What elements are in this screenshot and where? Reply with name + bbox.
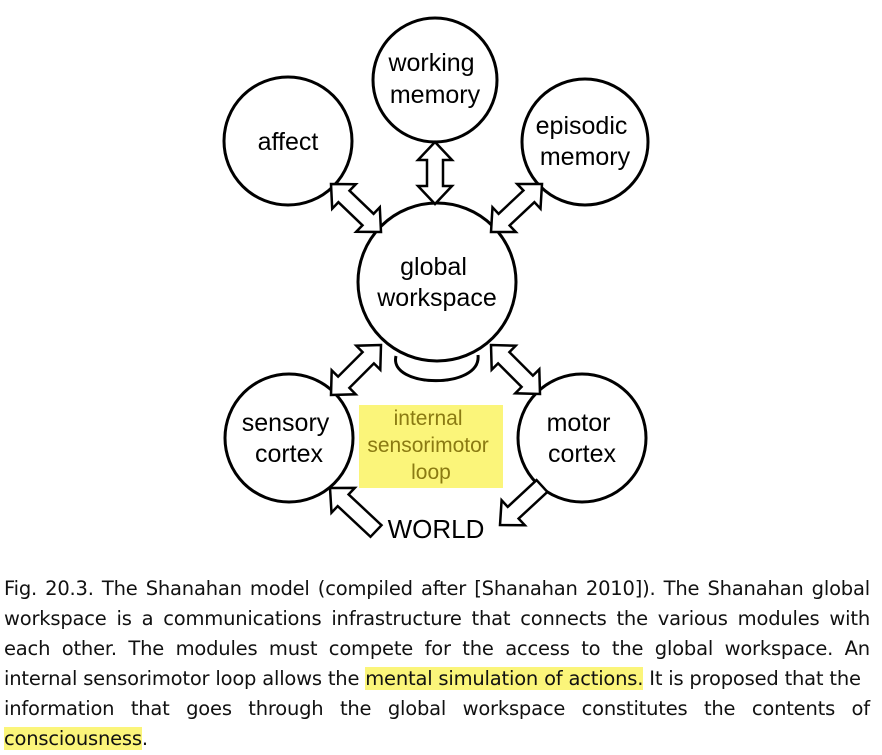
caption-word: with [829,607,870,630]
caption-text: . [141,727,148,750]
caption-word: a [141,607,154,630]
highlight-consciousness: consciousness [4,727,142,750]
caption-word: other. [61,637,117,660]
internal-loop-arc [394,354,480,383]
affect-label: affect [258,128,319,156]
caption-word: Shanahan [707,577,804,600]
node-working-memory [371,16,499,144]
arrow-affect-global [329,182,383,234]
caption-word: the [462,637,494,660]
global-workspace-label: global workspace [376,253,497,312]
caption-text: It is proposed that the [643,667,861,690]
caption-word: to [581,637,601,660]
caption-word: The [128,637,165,660]
arrow-world-sensory [328,486,384,539]
caption-word: the [703,697,736,720]
caption-word: the [611,637,644,660]
node-motor-cortex [516,372,648,504]
episodic-memory-label: episodic memory [536,112,635,171]
caption-word: must [268,637,318,660]
caption-word: workspace [4,607,107,630]
caption-line: Fig. 20.3. The Shanahan model (compiled after [… [4,574,870,604]
caption-word: 2010]). [585,577,656,600]
node-sensory-cortex [223,372,355,504]
caption-word: workspace. [724,637,834,660]
caption-word: global [387,697,447,720]
caption-word: global [654,637,714,660]
caption-word: the [616,607,648,630]
working-memory-label: working memory [387,49,481,109]
caption-word: global [811,577,870,600]
caption-word: compete [328,637,414,660]
caption-line: consciousness. [4,724,870,754]
caption-word: after [420,577,467,600]
caption-word: the [339,697,372,720]
caption-word: for [424,637,451,660]
caption-word: Fig. [4,577,37,600]
arrow-global-sensory [329,343,383,397]
caption-word: The [663,577,700,600]
figure-caption: Fig. 20.3. The Shanahan model (compiled after [… [4,574,870,754]
caption-word: is [116,607,132,630]
caption-word: workspace [462,697,566,720]
caption-word: connects [520,607,607,630]
caption-word: model [249,577,310,600]
caption-word: that [130,697,170,720]
node-episodic-memory [520,77,650,207]
caption-word: through [248,697,324,720]
motor-cortex-label: motor cortex [547,409,618,468]
caption-word: [Shanahan [474,577,578,600]
caption-word: each [4,637,51,660]
caption-line: information that goes through the global works… [4,694,870,724]
node-affect [222,75,354,207]
caption-word: An [844,637,871,660]
arrow-motor-world [498,478,550,527]
caption-line: internal sensorimotor loop allows the me… [4,664,870,694]
caption-word: (compiled [317,577,413,600]
arrow-episodic-global [489,182,544,234]
loop-highlight [359,405,503,488]
caption-word: access [505,637,570,660]
caption-word: of [851,697,871,720]
caption-word: constitutes [581,697,688,720]
caption-word: that [471,607,511,630]
caption-word: modules [737,607,820,630]
caption-word: information [4,697,115,720]
sensory-cortex-label: sensory cortex [242,409,337,468]
caption-word: 20.3. [45,577,94,600]
caption-word: goes [186,697,232,720]
highlight-mental-simulation: mental simulation of actions. [365,667,644,690]
shanahan-model-diagram: working memory affect episodic memory gl… [222,16,650,544]
arrow-working-memory-global [415,140,455,206]
world-label: WORLD [388,514,485,544]
arrow-global-motor [489,343,542,396]
caption-word: modules [175,637,258,660]
caption-word: various [657,607,728,630]
caption-word: contents [751,697,836,720]
caption-word: Shanahan [145,577,242,600]
caption-text: internal sensorimotor loop allows the [4,667,366,690]
caption-word: infrastructure [331,607,462,630]
caption-word: The [101,577,138,600]
caption-word: communications [163,607,322,630]
internal-loop-label: internal sensorimotor loop [367,407,494,484]
arrows-group [328,140,550,539]
